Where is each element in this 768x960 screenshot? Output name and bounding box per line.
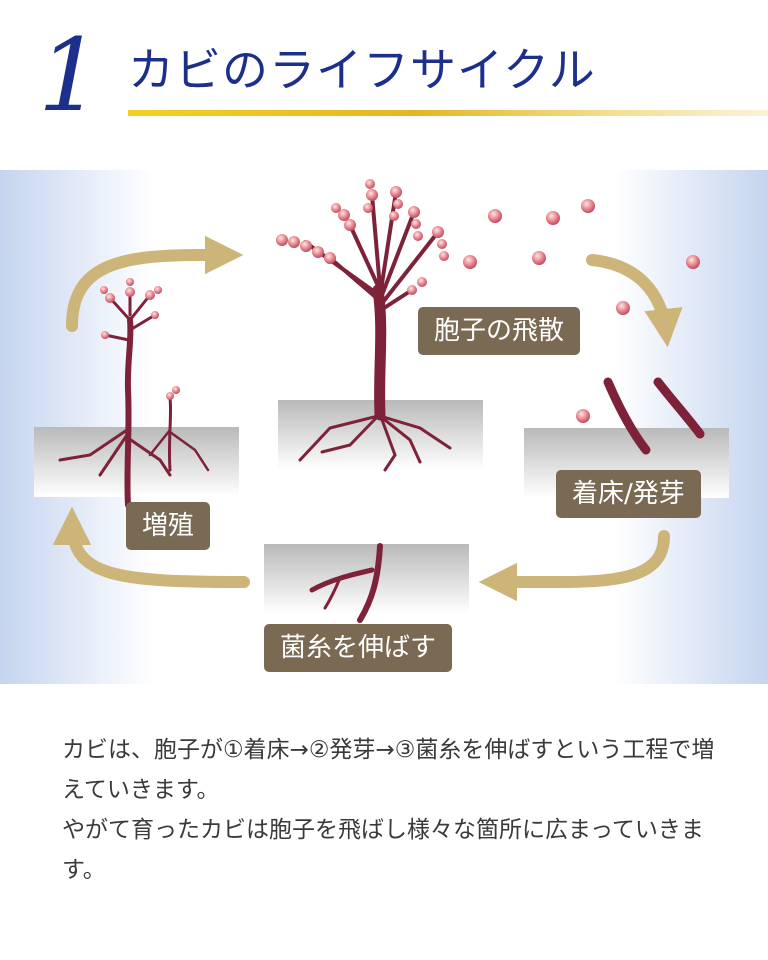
description-text: カビは、胞子が①着床→②発芽→③菌糸を伸ばすという工程で増えていきます。 やがて… (62, 730, 722, 890)
arrow-settle-to-hyphae (478, 530, 670, 602)
stage-label-spore-dispersal: 胞子の飛散 (418, 307, 581, 355)
arrow-spores-to-settle (586, 254, 683, 348)
mature-mold (298, 190, 452, 472)
description-paragraph: やがて育ったカビは胞子を飛ばし様々な箇所に広まっていきます。 (62, 817, 704, 883)
page-header: 1 カビのライフサイクル (0, 0, 768, 150)
proliferation-sporangia (100, 278, 180, 400)
germinating-spores (603, 377, 705, 455)
mold-lifecycle-diagram: 胞子の飛散 着床/発芽 菌糸を伸ばす 増殖 (0, 170, 768, 684)
section-number: 1 (38, 17, 102, 134)
floating-spores (463, 199, 700, 423)
arrow-hyphae-to-proliferation (52, 506, 250, 588)
title-underline (128, 110, 768, 116)
sporangia-clusters (276, 179, 449, 295)
description-paragraph: カビは、胞子が①着床→②発芽→③菌糸を伸ばすという工程で増えていきます。 (62, 737, 715, 803)
page-title: カビのライフサイクル (128, 43, 596, 97)
stage-label-hyphae-extend: 菌糸を伸ばす (264, 624, 453, 672)
stage-label-settle-germinate: 着床/発芽 (556, 470, 701, 518)
lifecycle-illustration (0, 170, 768, 684)
stage-label-proliferation: 増殖 (126, 502, 211, 550)
proliferating-mold (58, 293, 210, 508)
extending-hyphae (309, 543, 383, 623)
soil-panel-left (34, 427, 239, 497)
arrow-proliferation-to-spores (66, 235, 244, 332)
